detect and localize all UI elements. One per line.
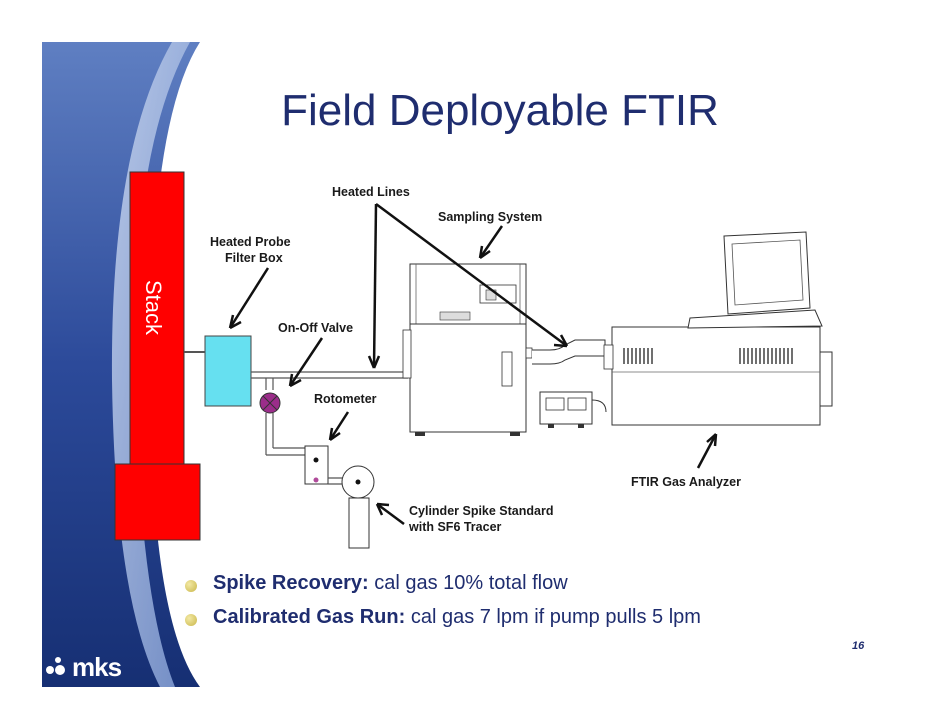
heated-probe-label-line1: Heated Probe bbox=[210, 235, 291, 249]
bullet-dot-icon bbox=[185, 580, 197, 592]
sampling-system-unit bbox=[402, 263, 533, 436]
on-off-valve-label: On-Off Valve bbox=[278, 321, 354, 335]
pump-controller-unit bbox=[539, 391, 607, 428]
bullet-dot-icon bbox=[185, 614, 197, 626]
vent-grille-left bbox=[623, 348, 653, 364]
pointer-arrows bbox=[228, 202, 718, 526]
sampling-system-label: Sampling System bbox=[438, 210, 543, 224]
ftir-analyzer-unit bbox=[603, 231, 833, 426]
page-number: 16 bbox=[852, 640, 865, 652]
rotometer-label: Rotometer bbox=[314, 392, 377, 406]
stack-base bbox=[114, 463, 201, 541]
bullet-bold: Calibrated Gas Run: bbox=[213, 606, 406, 628]
cylinder-label-line2: with SF6 Tracer bbox=[409, 520, 502, 534]
ftir-gas-analyzer-label: FTIR Gas Analyzer bbox=[631, 475, 741, 489]
bullet-text: Calibrated Gas Run: cal gas 7 lpm if pum… bbox=[213, 606, 701, 629]
rotometer bbox=[304, 445, 329, 485]
logo-dots-icon bbox=[46, 657, 65, 675]
bullet-rest: cal gas 10% total flow bbox=[368, 572, 568, 594]
bullet-bold: Spike Recovery: bbox=[213, 572, 369, 594]
vent-grille-right bbox=[739, 348, 793, 364]
page-title: Field Deployable FTIR bbox=[281, 86, 719, 135]
logo-text: mks bbox=[72, 652, 122, 682]
stack-label: Stack bbox=[141, 280, 166, 336]
laptop-icon bbox=[687, 231, 823, 329]
heated-lines-label: Heated Lines bbox=[332, 185, 410, 199]
cylinder-label-line1: Cylinder Spike Standard bbox=[409, 504, 554, 518]
bullet-rest: cal gas 7 lpm if pump pulls 5 lpm bbox=[405, 606, 701, 628]
gas-cylinder bbox=[348, 497, 370, 549]
filter-box bbox=[204, 335, 252, 407]
heated-probe-label-line2: Filter Box bbox=[225, 251, 283, 265]
mks-logo: mks bbox=[46, 652, 122, 683]
bullet-text: Spike Recovery: cal gas 10% total flow bbox=[213, 572, 568, 595]
